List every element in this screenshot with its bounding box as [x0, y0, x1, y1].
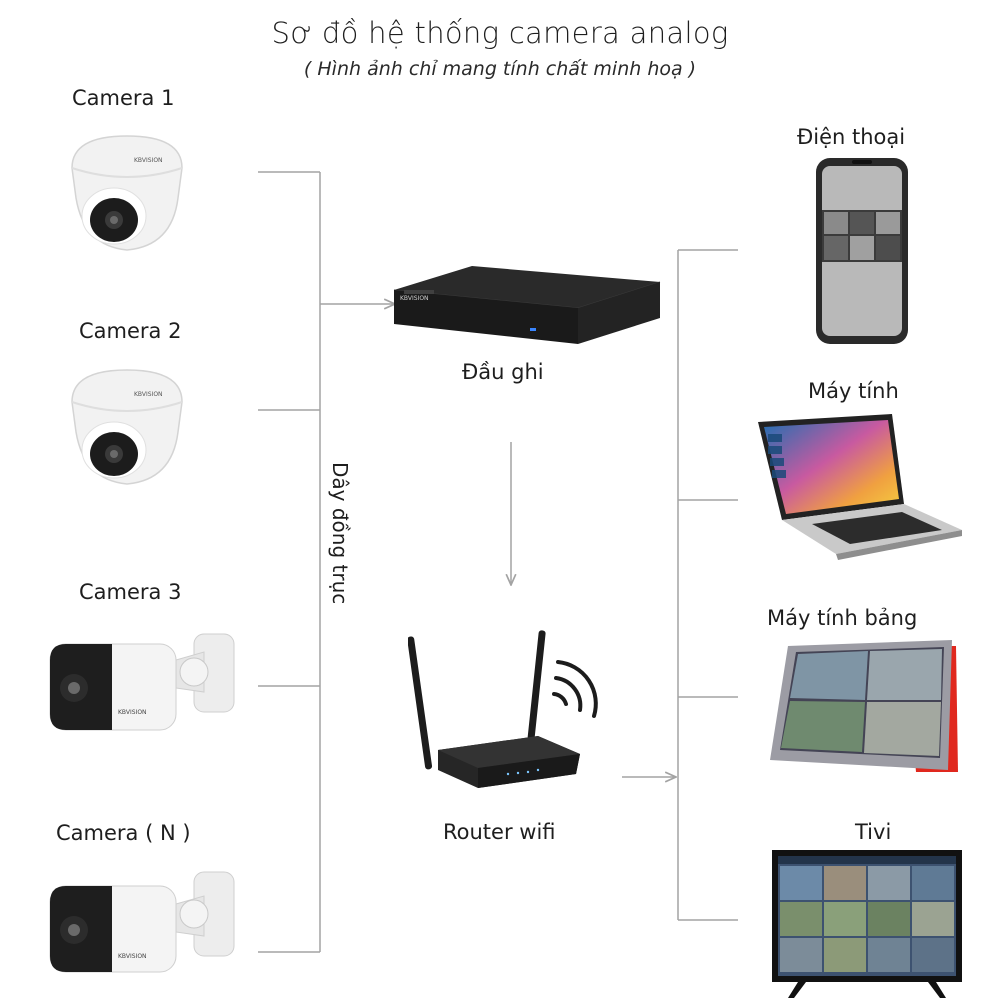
- camera-1-label: Camera 1: [72, 86, 175, 110]
- camera-brand-label: KBVISION: [118, 953, 147, 960]
- camera-brand-label: KBVISION: [118, 709, 147, 716]
- camera-brand-label: KBVISION: [134, 157, 163, 164]
- recorder-brand-label: KBVISION: [400, 295, 429, 302]
- camera-brand-label: KBVISION: [134, 391, 163, 398]
- dome-camera-2-icon: KBVISION: [71, 369, 183, 485]
- tv-label: Tivi: [855, 820, 892, 844]
- laptop-label: Máy tính: [808, 379, 899, 403]
- camera-n-label: Camera ( N ): [56, 821, 191, 845]
- dome-camera-1-icon: KBVISION: [71, 135, 183, 251]
- diagram-subtitle: ( Hình ảnh chỉ mang tính chất minh hoạ ): [303, 58, 697, 80]
- phone-label: Điện thoại: [797, 125, 906, 149]
- bullet-camera-3-icon: KBVISION: [49, 633, 235, 731]
- bullet-camera-n-icon: KBVISION: [49, 871, 235, 973]
- router-label: Router wifi: [443, 820, 556, 844]
- camera-2-label: Camera 2: [79, 319, 182, 343]
- dvr-recorder-icon: KBVISION: [393, 266, 661, 344]
- coax-cable-label: Dây đồng trục: [328, 462, 352, 605]
- tablet-icon: [770, 640, 958, 772]
- camera-3-label: Camera 3: [79, 580, 182, 604]
- laptop-icon: [758, 414, 962, 560]
- wifi-router-icon: [408, 630, 598, 788]
- wifi-signal-icon: [552, 660, 598, 718]
- recorder-label: Đầu ghi: [462, 360, 544, 384]
- tablet-label: Máy tính bảng: [767, 606, 918, 630]
- diagram-title: Sơ đồ hệ thống camera analog: [271, 16, 729, 50]
- tv-icon: [772, 850, 962, 998]
- phone-icon: [816, 158, 908, 344]
